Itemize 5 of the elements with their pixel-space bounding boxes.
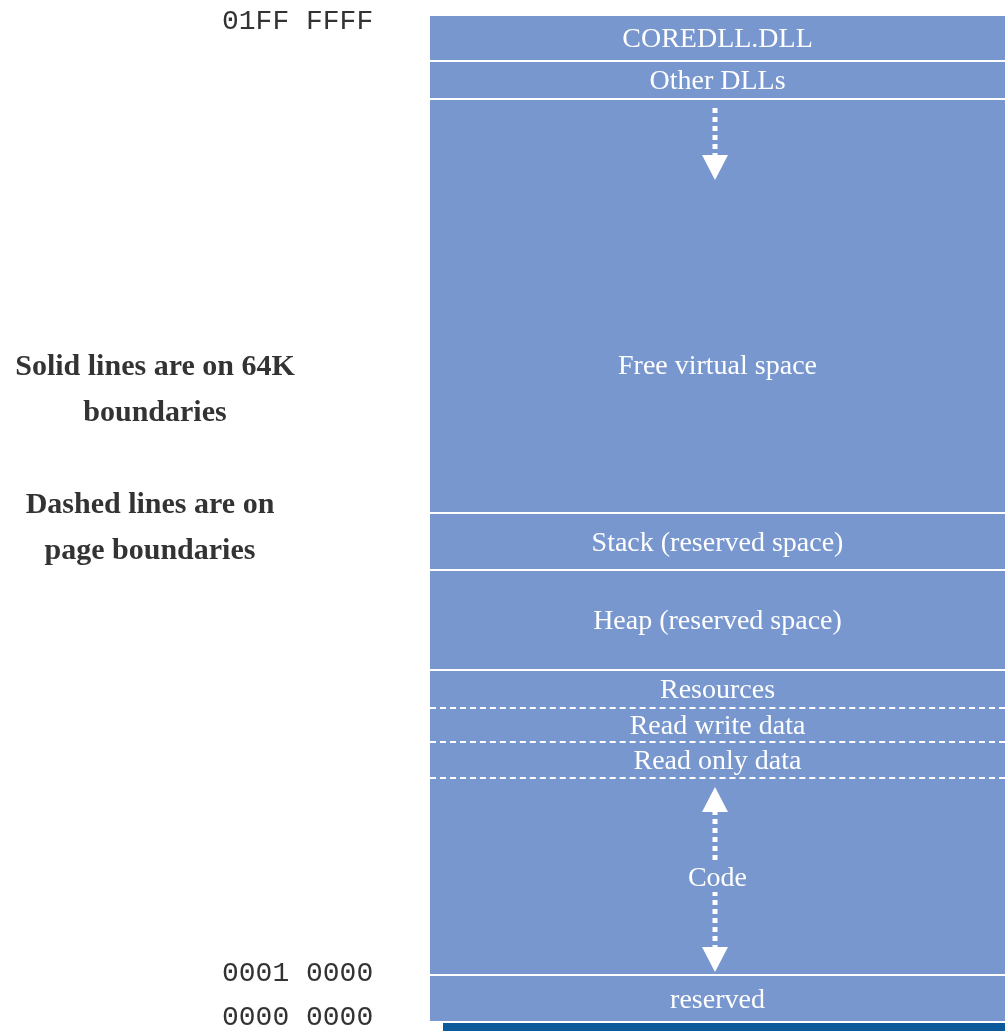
note-text: Dashed lines are on page boundaries bbox=[24, 485, 276, 567]
address-label: 0000 0000 bbox=[222, 1001, 374, 1035]
address-label: 01FF FFFF bbox=[222, 5, 374, 39]
address-label: 0001 0000 bbox=[222, 957, 374, 991]
note-text: Solid lines are on 64K boundaries bbox=[14, 347, 296, 429]
